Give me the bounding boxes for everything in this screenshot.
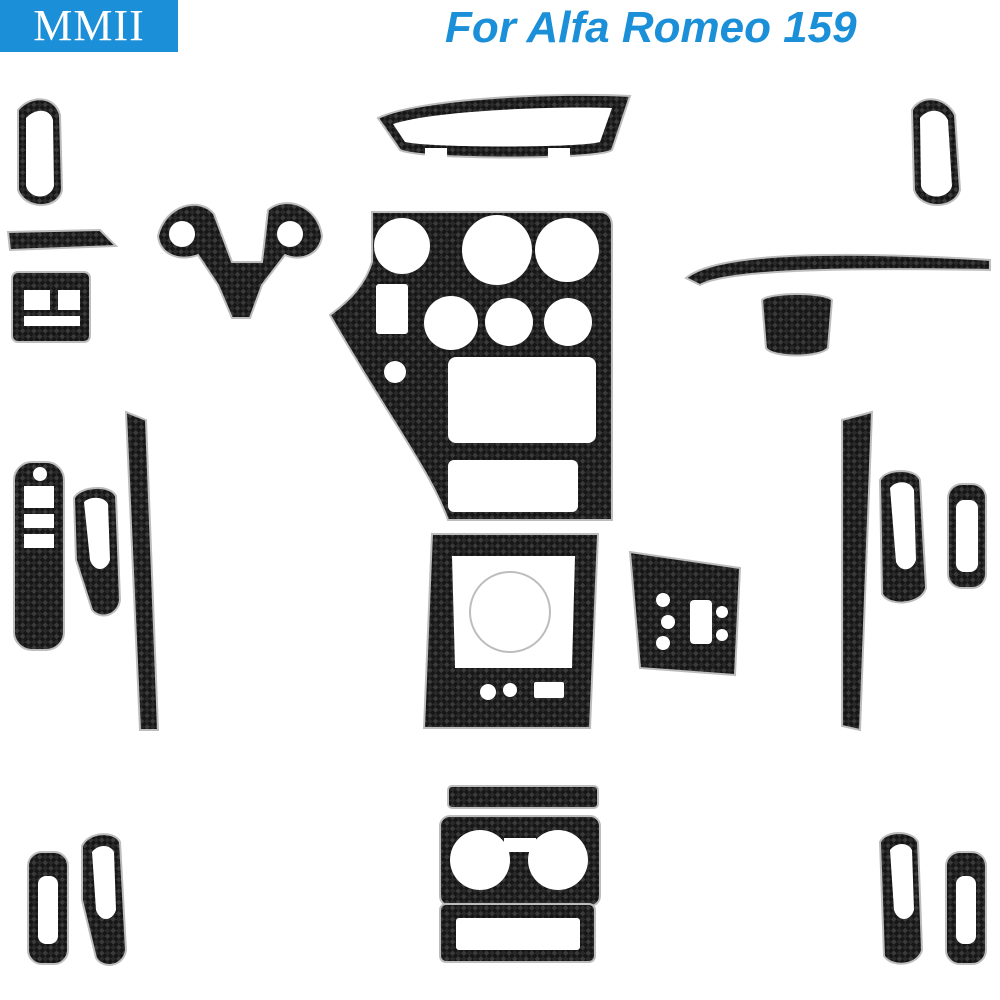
cup-holder-panel-part xyxy=(439,815,601,907)
cup-holder-strip-part xyxy=(447,785,599,809)
brand-logo: MMII xyxy=(0,0,178,52)
left-long-strip-part xyxy=(124,410,160,731)
left-window-switch-part xyxy=(13,461,65,651)
steering-wheel-trim-part xyxy=(156,202,324,319)
left-trim-strip-part xyxy=(6,228,119,252)
brand-logo-text: MMII xyxy=(33,1,145,50)
right-button-pad-part xyxy=(760,293,834,357)
page-title: For Alfa Romeo 159 xyxy=(445,3,857,52)
right-long-strip-part xyxy=(841,410,874,732)
center-console-panel-part xyxy=(328,211,613,521)
right-trim-strip-part xyxy=(684,253,991,287)
